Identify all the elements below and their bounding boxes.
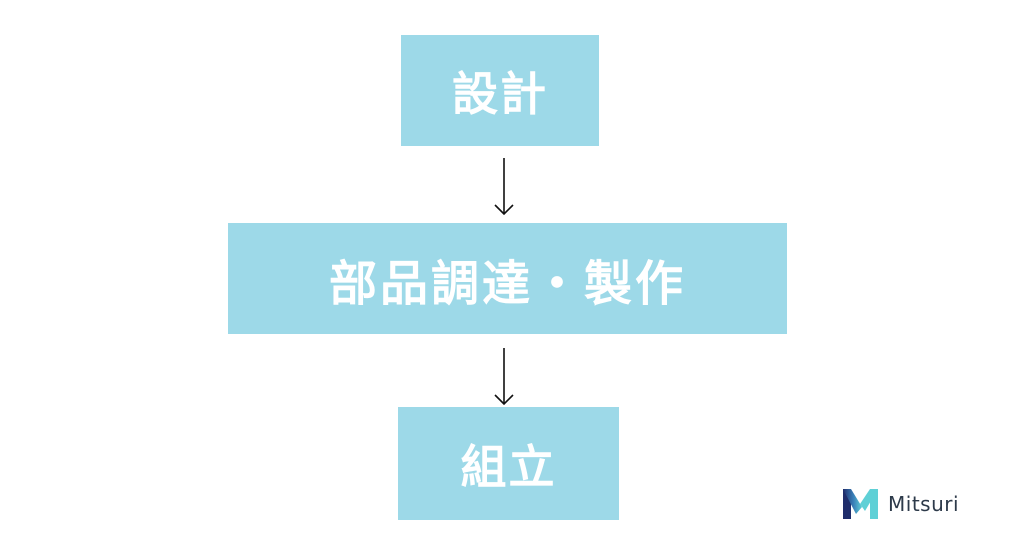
step-procurement-box: 部品調達・製作: [228, 223, 787, 334]
step-assembly-box: 組立: [398, 407, 619, 520]
down-arrow-icon: [494, 348, 514, 406]
mitsuri-logo-icon: [843, 489, 878, 519]
mitsuri-logo: Mitsuri: [842, 486, 959, 522]
step-procurement-label: 部品調達・製作: [328, 255, 686, 312]
step-design-box: 設計: [401, 35, 599, 146]
step-assembly-label: 組立: [460, 439, 557, 494]
step-design-label: 設計: [452, 66, 548, 121]
down-arrow-icon: [494, 158, 514, 216]
logo-text: Mitsuri: [888, 492, 960, 516]
